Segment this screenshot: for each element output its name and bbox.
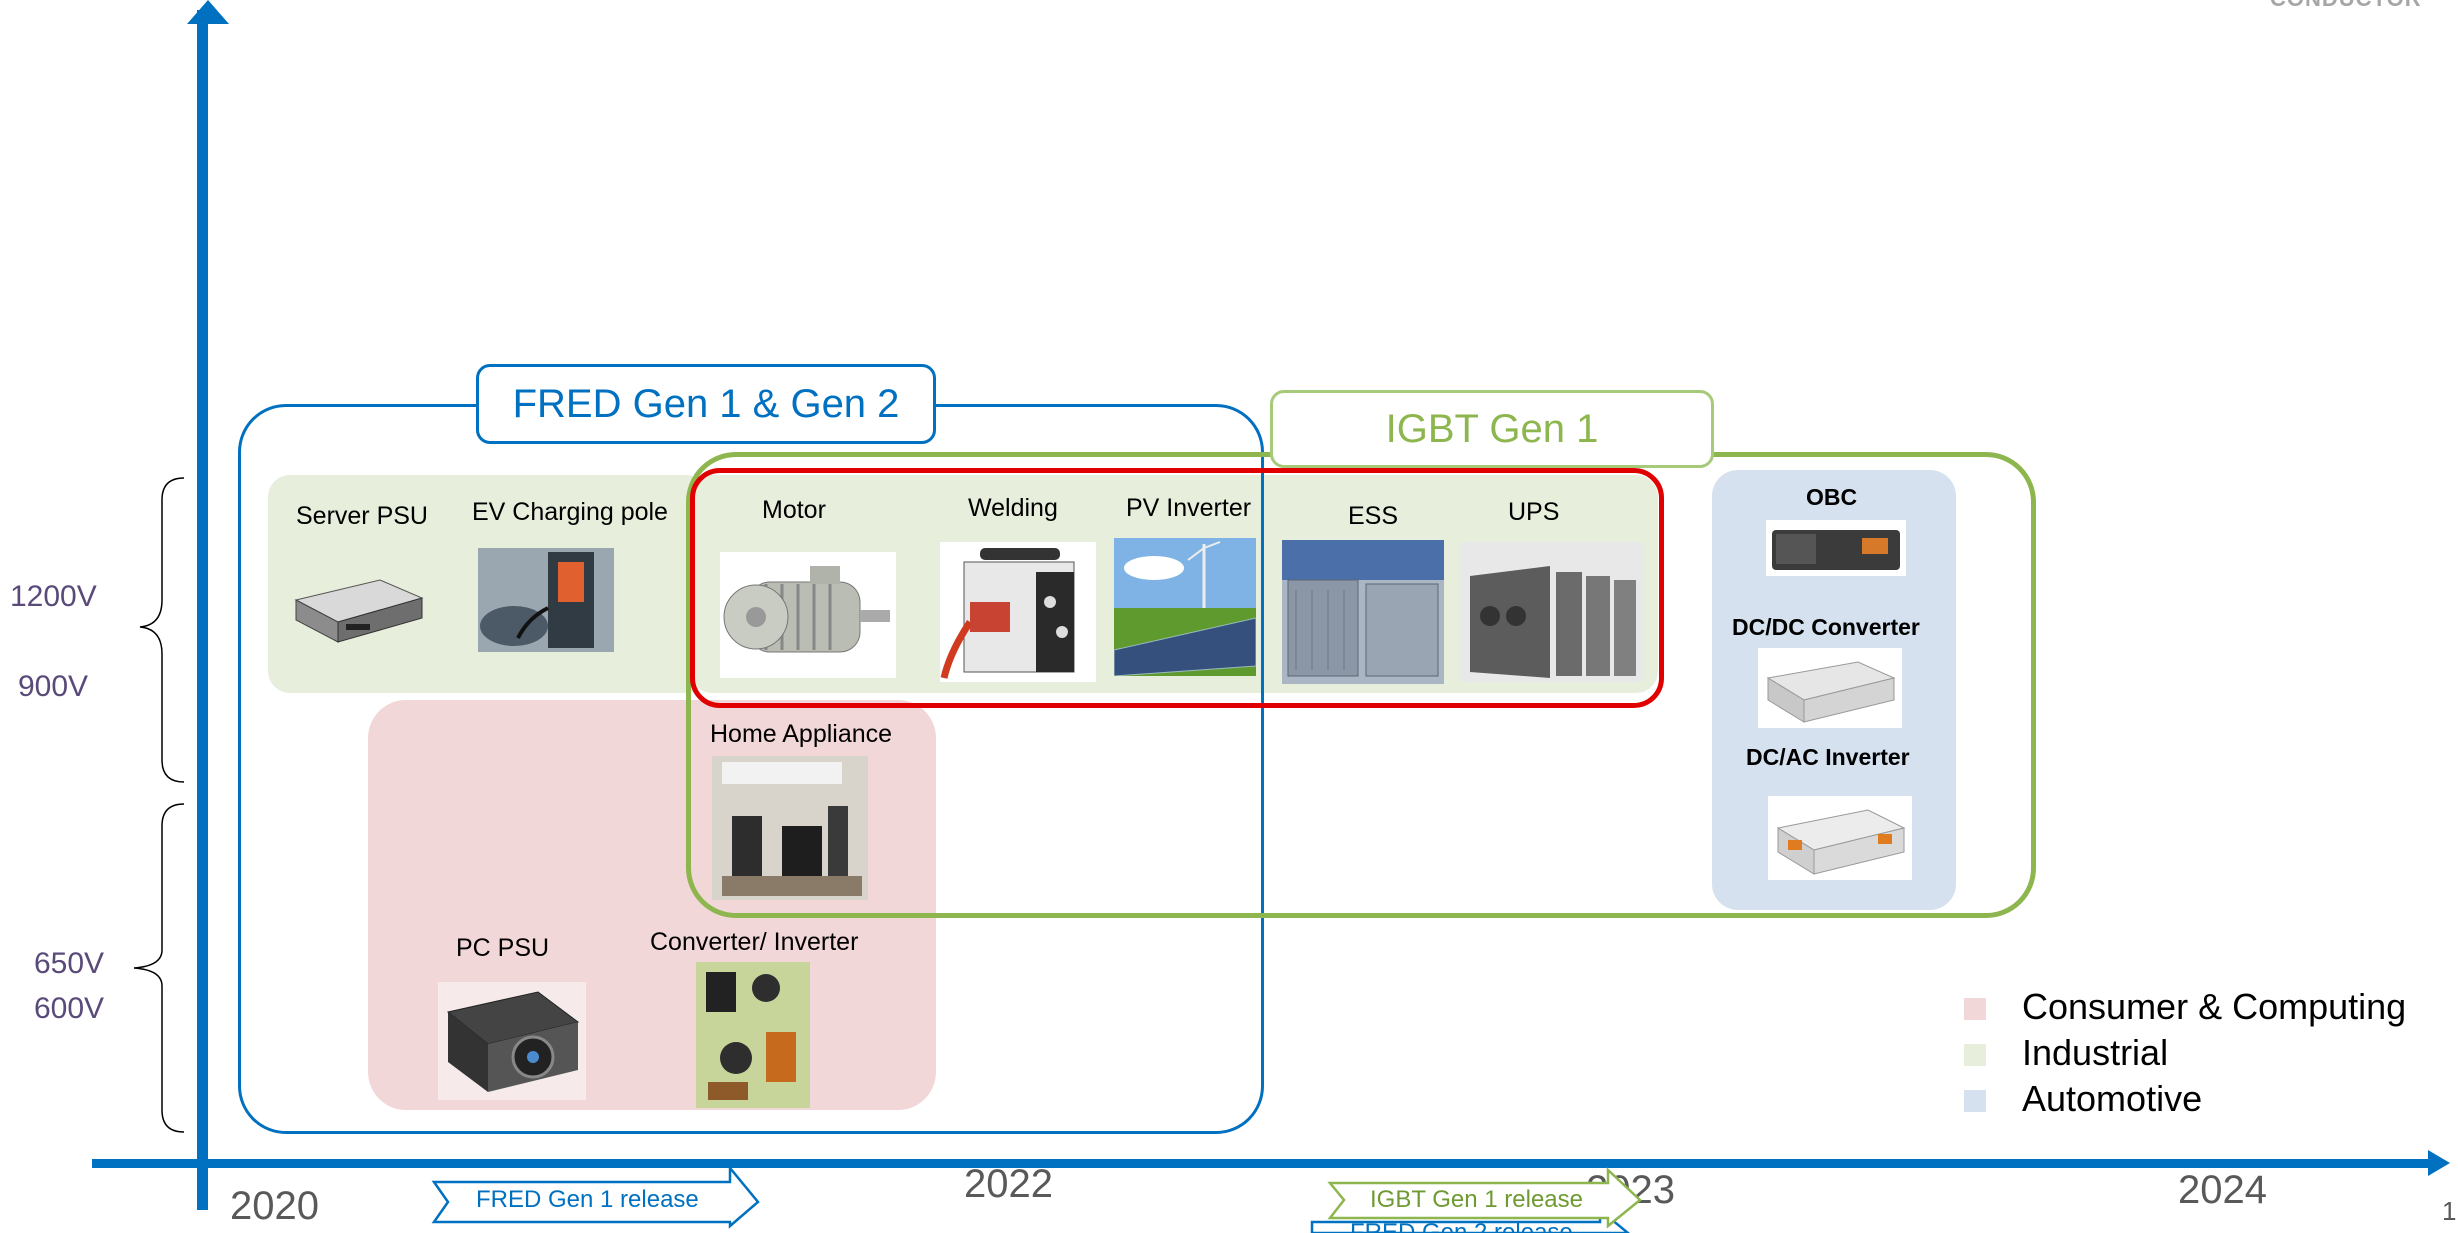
voltage-brace-upper: [139, 477, 185, 783]
page-number: 1: [2442, 1196, 2457, 1226]
voltage-1200v: 1200V: [10, 580, 97, 613]
obc-image: [1766, 520, 1906, 576]
ups-image: [1460, 542, 1644, 682]
highlight-outline: [690, 468, 1664, 708]
label-motor: Motor: [762, 496, 826, 524]
igbt-gen1-release-arrow: [1327, 1167, 1642, 1229]
ev-charging-image: [478, 548, 614, 652]
motor-image: [720, 552, 896, 678]
y-axis-arrow: [187, 0, 229, 24]
igbt-group-title: IGBT Gen 1: [1270, 390, 1714, 468]
label-pv-inverter: PV Inverter: [1126, 494, 1252, 522]
voltage-900v: 900V: [18, 670, 89, 703]
header-corner-text: CONDUCTOR: [2270, 0, 2422, 12]
pv-inverter-image: [1114, 538, 1256, 676]
legend-swatch-industrial: [1964, 1044, 1986, 1066]
label-obc: OBC: [1806, 484, 1858, 510]
legend-label-industrial: Industrial: [2022, 1032, 2169, 1073]
label-ev-charging: EV Charging pole: [472, 498, 668, 526]
label-server-psu: Server PSU: [296, 502, 428, 530]
dcdc-image: [1758, 648, 1902, 728]
fred-group-title: FRED Gen 1 & Gen 2: [476, 364, 936, 444]
voltage-650v: 650V: [34, 947, 105, 980]
ess-image: [1282, 540, 1444, 684]
legend-swatch-consumer: [1964, 998, 1986, 1020]
label-ess: ESS: [1348, 502, 1399, 530]
fred-gen1-release-label: FRED Gen 1 release: [476, 1186, 699, 1213]
legend-label-consumer: Consumer & Computing: [2022, 986, 2407, 1027]
server-psu-image: [290, 560, 426, 650]
voltage-600v: 600V: [34, 992, 105, 1025]
year-2024: 2024: [2178, 1168, 2267, 1212]
y-axis-line: [197, 10, 208, 1210]
x-axis-line: [92, 1159, 2432, 1168]
year-2022: 2022: [964, 1162, 1053, 1206]
legend-label-automotive: Automotive: [2022, 1078, 2203, 1119]
fred-gen1-release-arrow: [431, 1164, 760, 1229]
home-appliance-image: [712, 756, 868, 900]
x-axis-arrow: [2428, 1150, 2450, 1176]
igbt-gen1-release-label: IGBT Gen 1 release: [1370, 1186, 1583, 1213]
fred-gen2-release-label: FRED Gen 2 release: [1350, 1219, 1573, 1233]
label-dcdc: DC/DC Converter: [1732, 614, 1920, 640]
label-welding: Welding: [968, 494, 1058, 522]
dcac-image: [1768, 796, 1912, 880]
label-pc-psu: PC PSU: [456, 934, 550, 962]
converter-inverter-image: [696, 962, 810, 1108]
legend-swatch-automotive: [1964, 1090, 1986, 1112]
label-home-appliance: Home Appliance: [710, 720, 893, 748]
label-converter-inverter: Converter/ Inverter: [650, 928, 859, 956]
welding-image: [940, 542, 1096, 682]
label-ups: UPS: [1508, 498, 1560, 526]
voltage-brace-lower: [133, 803, 185, 1133]
label-dcac: DC/AC Inverter: [1746, 744, 1910, 770]
year-2020: 2020: [230, 1184, 319, 1228]
pc-psu-image: [438, 982, 586, 1100]
